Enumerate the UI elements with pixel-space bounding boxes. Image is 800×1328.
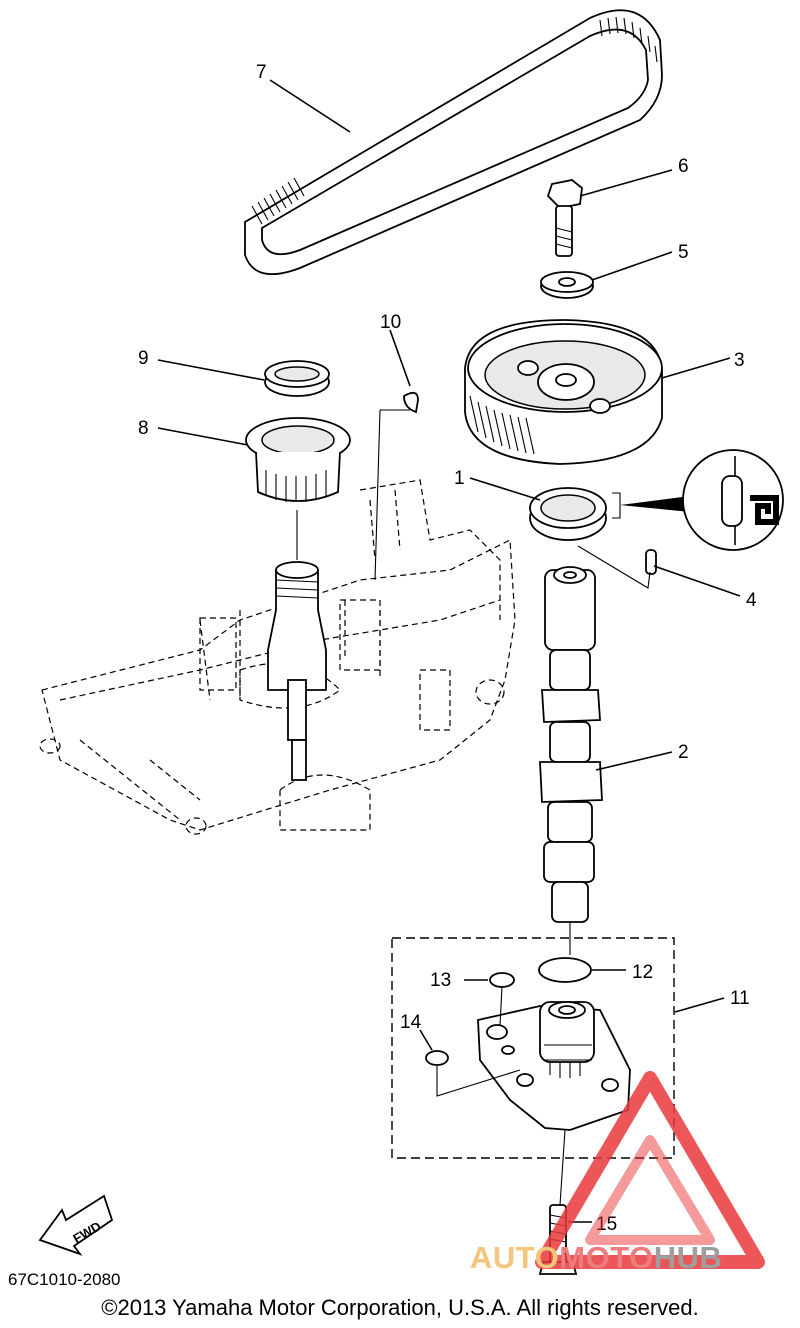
callout-4: 4 — [746, 590, 757, 611]
oil-pump — [436, 986, 631, 1206]
fwd-arrow-icon: FWD — [38, 1194, 114, 1256]
dowel-pin — [645, 549, 657, 575]
grease-symbol — [612, 449, 784, 551]
callout-7: 7 — [256, 62, 267, 83]
o-ring-large — [538, 957, 592, 983]
washer — [540, 271, 594, 299]
pulley-bolt — [546, 179, 583, 257]
callout-2: 2 — [678, 742, 689, 763]
timing-belt — [244, 9, 663, 276]
leader-lines — [157, 79, 741, 1223]
copyright-notice: ©2013 Yamaha Motor Corporation, U.S.A. A… — [101, 1295, 699, 1320]
camshaft — [539, 566, 603, 955]
callout-13: 13 — [430, 970, 451, 991]
watermark-part3: HUB — [653, 1240, 723, 1275]
callout-11: 11 — [730, 988, 750, 1009]
watermark-text: AUTOMOTOHUB — [470, 1240, 790, 1280]
oil-pump-assembly-box — [391, 937, 675, 1159]
callout-9: 9 — [138, 348, 149, 369]
oil-seal — [529, 487, 607, 541]
callout-14: 14 — [400, 1012, 422, 1033]
crank-shaft-stub — [267, 561, 327, 781]
callout-10: 10 — [380, 312, 401, 333]
o-ring-small-top — [489, 972, 515, 988]
watermark-logo — [535, 1071, 765, 1269]
watermark-part1: AUTO — [470, 1240, 560, 1275]
callout-12: 12 — [632, 962, 653, 983]
bearing-housing — [245, 417, 351, 560]
callout-3: 3 — [734, 350, 745, 371]
callout-8: 8 — [138, 418, 149, 439]
watermark-part2: MOTO — [559, 1240, 654, 1275]
woodruff-key — [374, 391, 419, 581]
part-code: 67C1010-2080 — [8, 1270, 121, 1289]
callout-1: 1 — [454, 468, 465, 489]
camshaft-pulley — [464, 319, 663, 465]
callout-5: 5 — [678, 242, 689, 263]
seal-ring — [264, 360, 330, 397]
callout-6: 6 — [678, 156, 689, 177]
o-ring-small-side — [425, 1050, 449, 1066]
